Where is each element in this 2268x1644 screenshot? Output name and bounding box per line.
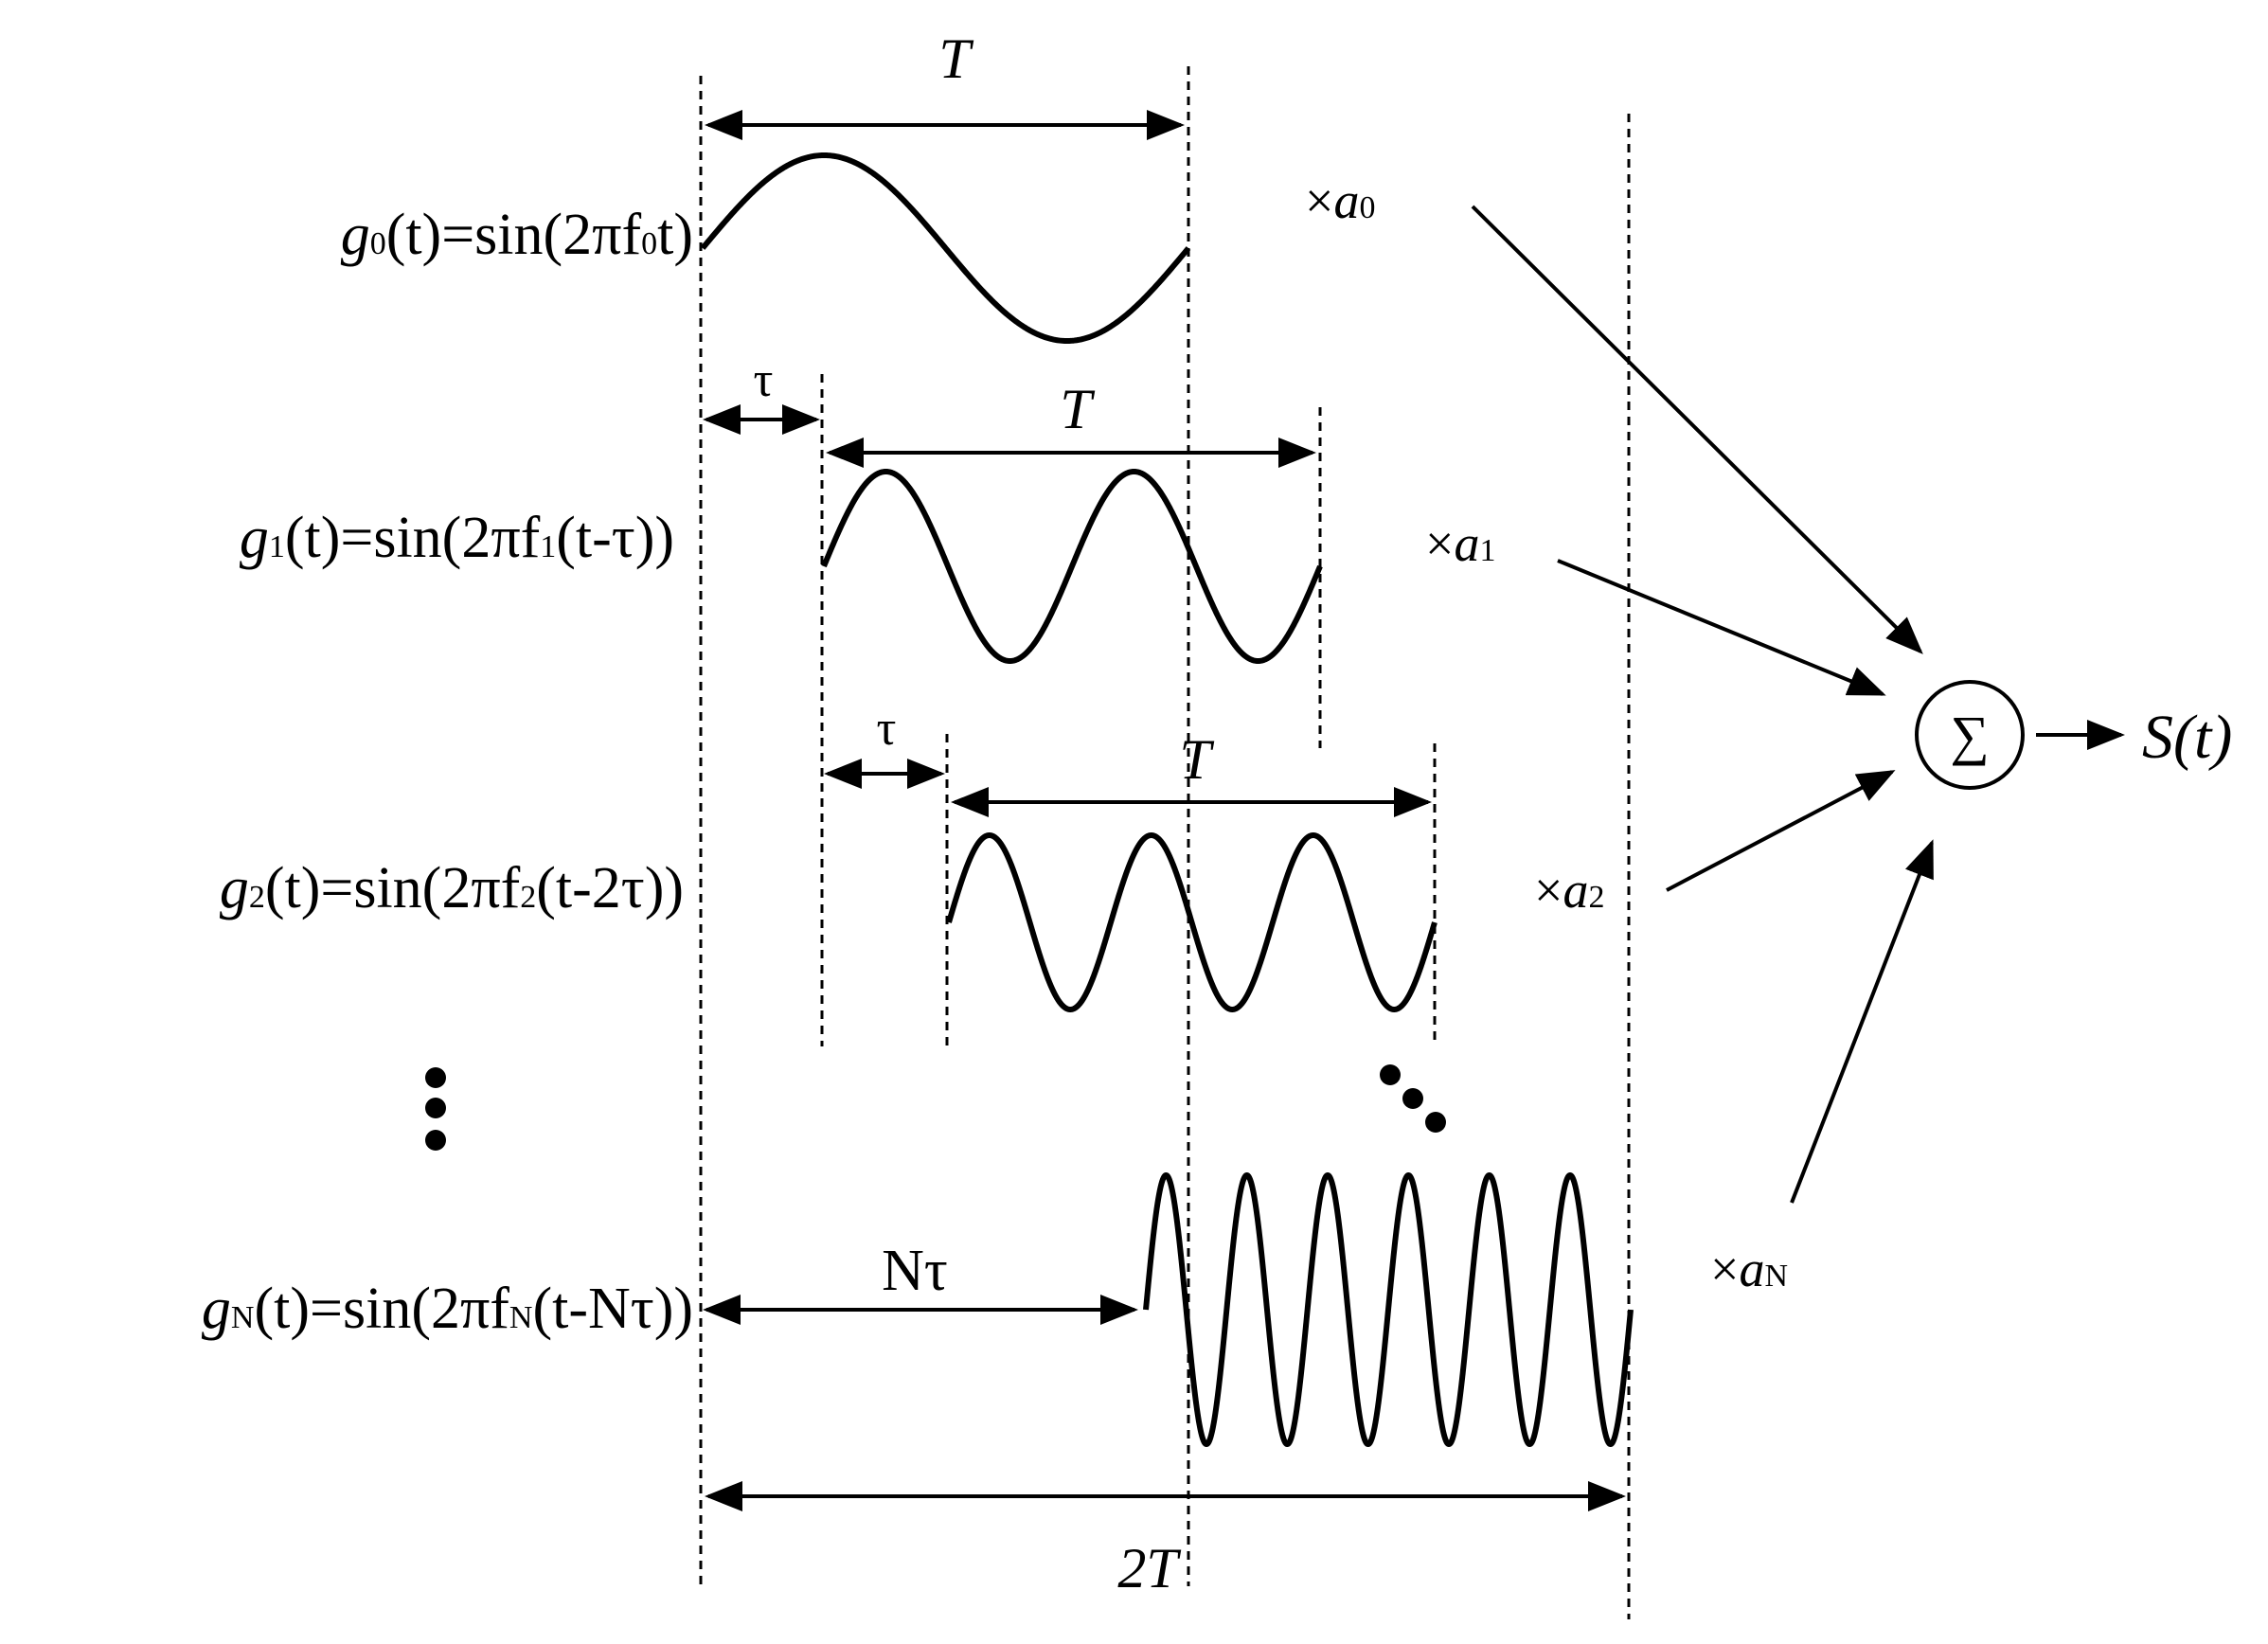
period-label-g0: T: [938, 27, 973, 90]
summing-arrows: [1471, 205, 2125, 1204]
ellipsis-dot: [1380, 1064, 1401, 1085]
eq-tail: (t-2τ)): [536, 856, 684, 920]
sigma-symbol: ∑: [1950, 705, 1989, 766]
n-tau-label: Nτ: [882, 1239, 948, 1303]
ellipsis-dot: [425, 1067, 446, 1088]
summer-node: [1915, 680, 2025, 790]
eq-func: g: [341, 203, 370, 267]
waveforms: [700, 152, 1634, 1447]
ellipsis-dot: [1425, 1112, 1446, 1133]
mult-sub: 1: [1479, 533, 1495, 568]
diagonal-ellipsis: [1380, 1064, 1446, 1133]
mult-sub: N: [1764, 1259, 1788, 1294]
period-label-g1: T: [1060, 378, 1095, 440]
eq-arg: (t)=sin(2πf: [254, 1277, 509, 1341]
mult-coef: a: [1454, 515, 1479, 572]
equation-gN: gN(t)=sin(2πfN(t-Nτ)): [202, 1277, 693, 1341]
eq-tail: t): [657, 203, 693, 267]
mult-coef: a: [1333, 172, 1359, 229]
tau-label-1: τ: [754, 353, 774, 407]
multiplier-a0: ×a0: [1305, 172, 1375, 229]
equation-g1: g1(t)=sin(2πf1(t-τ)): [240, 506, 674, 570]
eq-func: g: [240, 506, 269, 570]
ellipsis-dot: [1402, 1088, 1423, 1109]
eq-fsub: N: [509, 1300, 533, 1335]
g1-waveform: [821, 469, 1323, 664]
eq-tail: (t-τ)): [556, 506, 674, 570]
eq-fsub: 2: [520, 880, 536, 915]
eq-arg: (t)=sin(2πf: [386, 203, 642, 267]
eq-tail: (t-Nτ)): [532, 1277, 693, 1341]
period-label-g2: T: [1179, 728, 1214, 791]
eq-sub: 0: [370, 226, 386, 261]
eq-sub: 2: [249, 880, 265, 915]
mult-prefix: ×: [1425, 515, 1454, 572]
eq-arg: (t)=sin(2πf: [285, 506, 541, 570]
double-period-label: 2T: [1117, 1537, 1181, 1599]
gN-waveform: [1143, 1172, 1634, 1447]
ellipsis-dot: [425, 1130, 446, 1151]
reference-lines: [699, 66, 1631, 1619]
mult-coef: a: [1739, 1241, 1764, 1297]
equation-g2: g2(t)=sin(2πf2(t-2τ)): [220, 856, 684, 920]
mult-prefix: ×: [1534, 862, 1563, 919]
mult-sub: 0: [1359, 190, 1375, 225]
tau-label-2: τ: [877, 702, 897, 756]
eq-func: g: [202, 1277, 231, 1341]
g2-waveform: [946, 832, 1438, 1012]
eq-fsub: 0: [641, 226, 657, 261]
a0-arrow: [1471, 205, 1923, 654]
output-label: S(t): [2142, 703, 2232, 772]
equation-g0: g0(t)=sin(2πf0t): [341, 203, 693, 267]
mult-coef: a: [1563, 862, 1588, 919]
multiplier-a1: ×a1: [1425, 515, 1495, 572]
mult-sub: 2: [1588, 880, 1604, 915]
a2-arrow: [1666, 770, 1896, 892]
eq-func: g: [220, 856, 249, 920]
g0-waveform: [700, 152, 1191, 344]
eq-fsub: 1: [540, 529, 556, 564]
multiplier-a2: ×a2: [1534, 862, 1604, 919]
eq-sub: 1: [269, 529, 285, 564]
eq-arg: (t)=sin(2πf: [265, 856, 521, 920]
vertical-ellipsis: [425, 1067, 446, 1151]
eq-sub: N: [231, 1300, 255, 1335]
aN-arrow: [1790, 839, 1934, 1204]
a1-arrow: [1557, 559, 1886, 696]
dimension-arrows: [703, 110, 1626, 1511]
mult-prefix: ×: [1305, 172, 1333, 229]
ellipsis-dot: [425, 1098, 446, 1118]
mult-prefix: ×: [1710, 1241, 1739, 1297]
multiplier-aN: ×aN: [1710, 1241, 1788, 1297]
